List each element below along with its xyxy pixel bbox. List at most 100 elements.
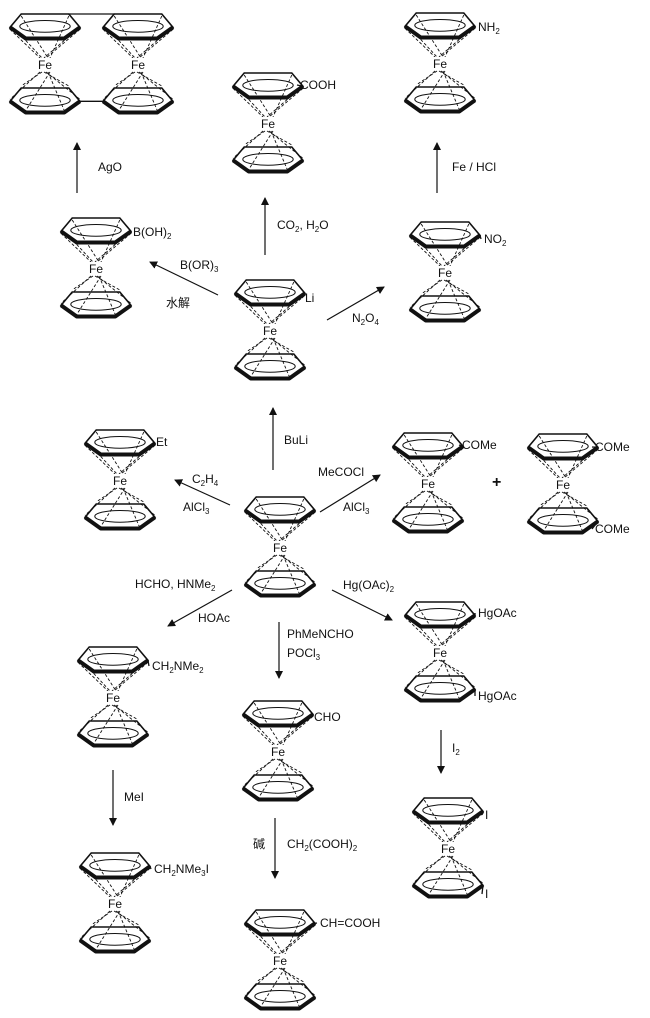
acetylferrocene-bottom-aromatic bbox=[402, 512, 454, 526]
ferrocenecarboxaldehyde-bond-bot-0 bbox=[242, 758, 274, 787]
aminoferrocene-bottom-aromatic bbox=[414, 92, 466, 106]
lithioferrocene-bond-top-0 bbox=[234, 294, 266, 325]
biferrocene-unit-2-bond-bot-1 bbox=[113, 71, 136, 87]
ferrocenecarboxaldehyde bbox=[241, 700, 315, 802]
reagent-c2h4: C2H4 bbox=[192, 472, 219, 488]
ferrocenecarboxaldehyde-bond-bot-4 bbox=[280, 758, 298, 798]
ferrocenylacrylic-acid bbox=[243, 909, 318, 1011]
bis-acetoxymercuri-ferrocene-substituent-1: HgOAc bbox=[478, 689, 517, 703]
ferrocenylacrylic-acid-bond-top-3 bbox=[280, 924, 316, 955]
bis-acetoxymercuri-ferrocene-bond-top-0 bbox=[404, 616, 436, 647]
bis-acetoxymercuri-ferrocene-bond-top-2 bbox=[438, 628, 460, 647]
dimethylaminomethylferrocene-bond-top-2 bbox=[111, 673, 133, 692]
ferrocenecarboxylic-acid-top-aromatic bbox=[242, 78, 294, 92]
ferrocene-bottom-aromatic bbox=[254, 576, 306, 590]
bis-acetoxymercuri-ferrocene-bond-bot-0 bbox=[404, 659, 436, 688]
ferrocene-bond-top-2 bbox=[278, 523, 300, 542]
trimethylammoniomethylferrocene-iodide-bond-top-2 bbox=[113, 879, 135, 898]
diiodoferrocene-bottom-front-edge bbox=[411, 883, 485, 899]
dimethylaminomethylferrocene-bond-bot-4 bbox=[115, 704, 133, 744]
biferrocene-unit-1-bond-bot-0 bbox=[9, 71, 41, 100]
aminoferrocene-bond-top-4 bbox=[415, 14, 444, 58]
ferroceneboronic-acid-substituent-0: B(OH)2 bbox=[133, 225, 172, 241]
dimethylaminomethylferrocene-bond-bot-2 bbox=[111, 704, 138, 720]
aminoferrocene-fe-bg bbox=[432, 57, 448, 70]
biferrocene-unit-1 bbox=[8, 13, 82, 115]
trimethylammoniomethylferrocene-iodide-top-front-edge bbox=[78, 864, 152, 880]
biferrocene-unit-1-bond-top-5 bbox=[49, 15, 70, 59]
nitroferrocene-top-front-edge bbox=[408, 233, 482, 249]
ethylferrocene-bond-bot-1 bbox=[95, 487, 118, 503]
diacetylferrocene-bond-bot-2 bbox=[561, 491, 588, 507]
lithioferrocene-bond-top-1 bbox=[250, 306, 268, 325]
acetylferrocene-bottom-front-edge bbox=[391, 518, 465, 534]
diacetylferrocene-bond-top-5 bbox=[567, 435, 588, 479]
reagent-b-or3: B(OR)3 bbox=[180, 258, 219, 274]
diiodoferrocene-substituent-0: I bbox=[485, 808, 489, 822]
ferrocenecarboxylic-acid-bond-bot-5 bbox=[248, 130, 274, 170]
aminoferrocene-bond-bot-5 bbox=[420, 70, 446, 110]
diacetylferrocene-bottom-aromatic bbox=[537, 513, 589, 527]
diiodoferrocene-sub-bond-1 bbox=[481, 885, 484, 895]
biferrocene-unit-2-fe-bg bbox=[130, 58, 146, 71]
trimethylammoniomethylferrocene-iodide-bond-top-1 bbox=[95, 879, 113, 898]
ferroceneboronic-acid-bond-bot-1 bbox=[71, 275, 94, 291]
ferroceneboronic-acid-bond-top-3 bbox=[96, 232, 132, 263]
acetylferrocene-sub-bond-0 bbox=[458, 444, 464, 447]
lithioferrocene-bond-bot-3 bbox=[270, 337, 306, 366]
bis-acetoxymercuri-ferrocene-fe-bg bbox=[432, 646, 448, 659]
diiodoferrocene bbox=[411, 797, 485, 899]
lithioferrocene-bond-top-5 bbox=[274, 281, 295, 325]
aminoferrocene-bond-bot-3 bbox=[440, 70, 476, 99]
arrow-boron bbox=[149, 261, 219, 296]
ferrocenecarboxylic-acid bbox=[231, 72, 305, 174]
aminoferrocene-fe-label: Fe bbox=[433, 57, 448, 71]
lithioferrocene-top-front-edge bbox=[233, 291, 307, 307]
aminoferrocene-bond-bot-2 bbox=[438, 70, 465, 86]
diacetylferrocene bbox=[526, 433, 600, 535]
aminoferrocene-bond-top-0 bbox=[404, 27, 436, 58]
acetylferrocene-bond-top-0 bbox=[392, 447, 424, 478]
lithioferrocene-bottom-front-edge bbox=[233, 365, 307, 381]
trimethylammoniomethylferrocene-iodide-sub-bond-0 bbox=[149, 866, 152, 870]
ferroceneboronic-acid-bond-bot-3 bbox=[96, 275, 132, 304]
nitroferrocene-bond-top-1 bbox=[425, 248, 443, 267]
ferrocenylacrylic-acid-bond-bot-3 bbox=[280, 967, 316, 996]
biferrocene-unit-2 bbox=[101, 13, 175, 115]
ethylferrocene-top-front-edge bbox=[83, 441, 157, 457]
ferrocenecarboxaldehyde-sub-bond-0 bbox=[310, 713, 314, 718]
ferrocenylacrylic-acid-bottom-front-edge bbox=[243, 995, 317, 1011]
ferrocenecarboxaldehyde-bond-bot-5 bbox=[258, 758, 284, 798]
dimethylaminomethylferrocene-fe-bg bbox=[105, 691, 121, 704]
ferrocenylacrylic-acid-bond-bot-2 bbox=[278, 967, 305, 983]
biferrocene-unit-2-bottom-aromatic bbox=[112, 93, 164, 107]
acetylferrocene-bond-top-4 bbox=[403, 434, 432, 478]
reagent-iodine: I2 bbox=[452, 741, 460, 757]
ferrocenecarboxylic-acid-top-front-edge bbox=[231, 84, 305, 100]
diiodoferrocene-fe-bg bbox=[440, 842, 456, 855]
ethylferrocene-top-aromatic bbox=[94, 435, 146, 449]
ferroceneboronic-acid-sub-bond-0 bbox=[129, 230, 132, 233]
dimethylaminomethylferrocene-bond-bot-3 bbox=[113, 704, 149, 733]
nitroferrocene-bottom-aromatic bbox=[419, 301, 471, 315]
dimethylaminomethylferrocene-top-aromatic bbox=[87, 652, 139, 666]
aminoferrocene-bond-top-1 bbox=[420, 39, 438, 58]
diiodoferrocene-bond-bot-3 bbox=[448, 855, 484, 884]
ethylferrocene bbox=[83, 429, 157, 531]
ferrocenecarboxylic-acid-bond-bot-1 bbox=[243, 130, 266, 146]
lithioferrocene-bottom-aromatic bbox=[244, 359, 296, 373]
diacetylferrocene-bond-bot-1 bbox=[538, 491, 561, 507]
nitroferrocene-bond-bot-3 bbox=[445, 279, 481, 308]
ferrocenecarboxylic-acid-bond-bot-3 bbox=[268, 130, 304, 159]
biferrocene-unit-2-bottom-front-edge bbox=[101, 99, 175, 115]
aminoferrocene-top-front-edge bbox=[403, 24, 477, 40]
diacetylferrocene-bond-top-3 bbox=[563, 448, 599, 479]
ethylferrocene-bond-top-1 bbox=[100, 456, 118, 475]
ferrocenecarboxylic-acid-bond-top-0 bbox=[232, 87, 264, 118]
dimethylaminomethylferrocene-bottom-aromatic bbox=[87, 726, 139, 740]
ferrocenecarboxaldehyde-top-aromatic bbox=[252, 706, 304, 720]
diacetylferrocene-fe-label: Fe bbox=[556, 478, 571, 492]
trimethylammoniomethylferrocene-iodide-bond-bot-1 bbox=[90, 910, 113, 926]
acetylferrocene-bond-bot-0 bbox=[392, 490, 424, 519]
